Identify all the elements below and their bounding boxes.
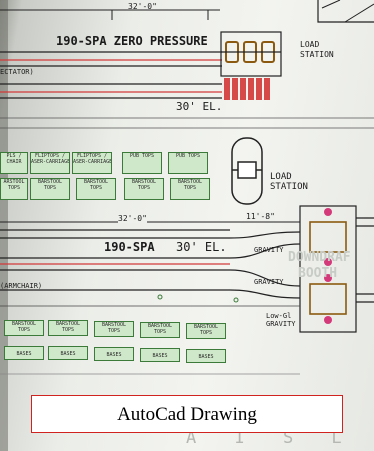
- green-cell: BARSTOOL TOPS: [170, 178, 210, 200]
- top-elevation: 30' EL.: [176, 100, 223, 113]
- green-cell: BASES: [4, 346, 44, 360]
- green-cell: BARSTOOL TOPS: [140, 322, 180, 338]
- green-cell: BASES: [48, 346, 88, 360]
- gravity-label-2: GRAVITY: [254, 278, 284, 286]
- green-cell: ARSTOOL TOPS: [0, 178, 28, 200]
- collector-label: ECTATOR): [0, 68, 34, 76]
- green-cell: BASES: [94, 347, 134, 361]
- aisle-label: A I S L E: [186, 428, 374, 448]
- low-gravity-2: GRAVITY: [266, 320, 296, 328]
- green-cell: BASES: [140, 348, 180, 362]
- green-cell: PLS / CHAIR: [0, 152, 28, 174]
- green-cell: PUB TOPS: [122, 152, 162, 174]
- armchair-label: (ARMCHAIR): [0, 282, 43, 290]
- green-cell: BARSTOOL TOPS: [186, 323, 226, 339]
- caption-box: AutoCad Drawing: [31, 395, 343, 433]
- mid-dimension-right: 11'-8": [246, 212, 275, 221]
- green-cell: BARSTOOL TOPS: [30, 178, 70, 200]
- mid-dimension: 32'-0": [118, 214, 147, 223]
- green-cell: BASES: [186, 349, 226, 363]
- green-cell: BARSTOOL TOPS: [4, 320, 44, 336]
- green-cell: BARSTOOL TOPS: [94, 321, 134, 337]
- green-cell: FLIPTOPS / ASER-CARRIAGE: [30, 152, 70, 174]
- green-cell: FLIPTOPS / ASER-CARRIAGE: [72, 152, 112, 174]
- gravity-label-1: GRAVITY: [254, 246, 284, 254]
- green-cell: BARSTOOL TOPS: [76, 178, 116, 200]
- load-station-top-2: STATION: [300, 50, 334, 59]
- load-station-mid-1: LOAD: [270, 172, 292, 182]
- booth-label-1: DOWNDRAF: [288, 250, 351, 265]
- load-station-mid-2: STATION: [270, 182, 308, 192]
- green-cell: PUB TOPS: [168, 152, 208, 174]
- mid-elevation: 30' EL.: [176, 240, 227, 254]
- low-gravity-1: Low-Gl: [266, 312, 292, 320]
- load-station-top-1: LOAD: [300, 40, 320, 49]
- caption-text: AutoCad Drawing: [117, 404, 257, 425]
- green-cell: BARSTOOL TOPS: [48, 320, 88, 336]
- mid-conveyor-label: 190-SPA: [104, 240, 155, 254]
- green-cell: BARSTOOL TOPS: [124, 178, 164, 200]
- top-dimension: 32'-0": [128, 2, 157, 11]
- top-conveyor-label: 190-SPA ZERO PRESSURE: [56, 34, 208, 48]
- booth-label-2: BOOTH: [298, 266, 338, 281]
